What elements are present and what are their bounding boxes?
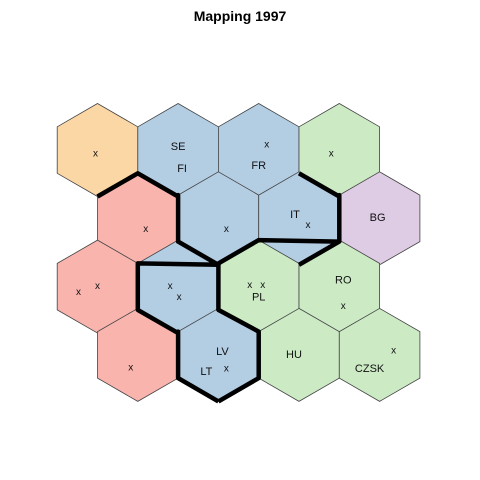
observation-marker: x — [341, 301, 346, 312]
observation-marker: x — [168, 281, 173, 292]
country-label-czsk: CZSK — [355, 363, 385, 375]
observation-marker: x — [329, 149, 334, 160]
observation-marker: x — [93, 149, 98, 160]
country-label-fi: FI — [177, 163, 187, 175]
observation-marker: x — [128, 363, 133, 374]
country-label-se: SE — [171, 141, 186, 153]
country-label-fr: FR — [251, 160, 266, 172]
country-label-pl: PL — [252, 292, 265, 304]
cluster-boundary-3 — [216, 237, 342, 404]
country-label-lv: LV — [216, 346, 229, 358]
observation-marker: x — [247, 280, 252, 291]
observation-marker: x — [76, 287, 81, 298]
observation-marker: x — [260, 280, 265, 291]
observation-marker: x — [224, 224, 229, 235]
country-label-it: IT — [290, 209, 300, 221]
hex-cell-r3c3 — [338, 307, 421, 402]
country-label-lt: LT — [200, 366, 212, 378]
observation-marker: x — [224, 364, 229, 375]
observation-marker: x — [264, 140, 269, 151]
country-label-hu: HU — [286, 349, 302, 361]
country-label-bg: BG — [370, 212, 386, 224]
country-label-ro: RO — [335, 275, 352, 287]
observation-marker: x — [391, 346, 396, 357]
observation-marker: x — [177, 292, 182, 303]
observation-marker: x — [143, 224, 148, 235]
observation-marker: x — [95, 281, 100, 292]
observation-marker: x — [306, 220, 311, 231]
cluster-boundary-2 — [297, 171, 342, 242]
chart-title: Mapping 1997 — [193, 8, 287, 24]
cluster-boundary-1 — [96, 171, 221, 404]
